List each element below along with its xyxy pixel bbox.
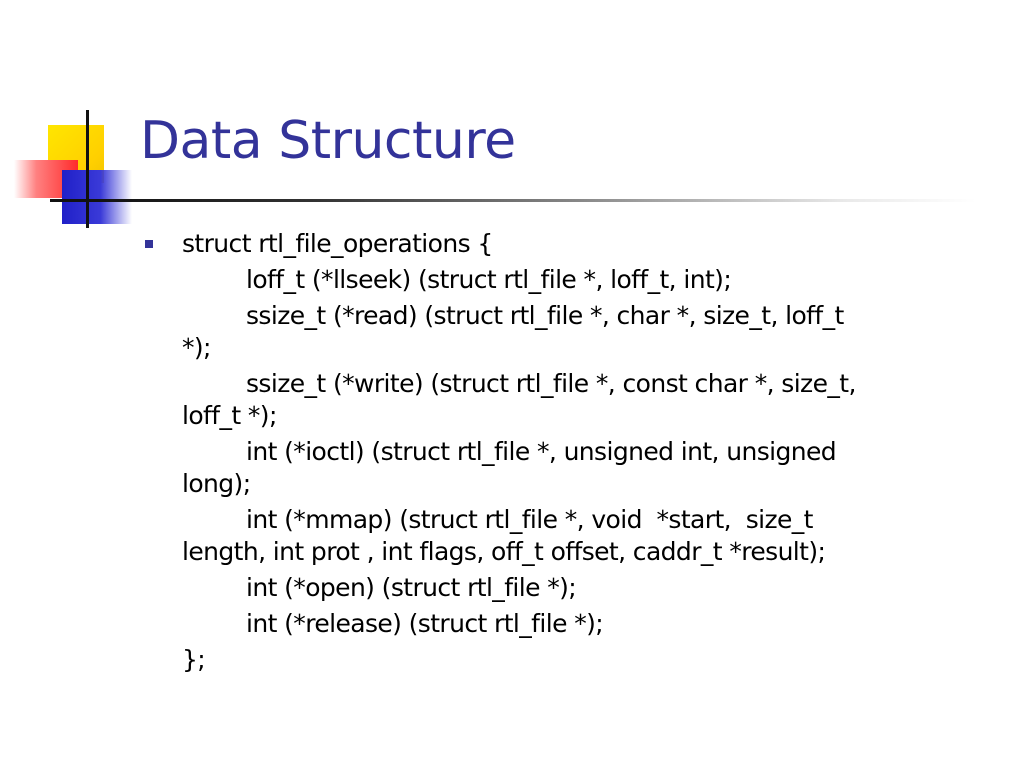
member-line: loff_t (*llseek) (struct rtl_file *, lof… (246, 265, 732, 294)
member-read: ssize_t (*read) (struct rtl_file *, char… (182, 300, 987, 364)
corner-decoration (0, 0, 150, 240)
member-line-continued: *); (182, 333, 211, 362)
struct-close-entry: }; (182, 644, 987, 676)
member-line-continued: loff_t *); (182, 401, 277, 430)
title-underline (96, 199, 976, 202)
member-line: int (*ioctl) (struct rtl_file *, unsigne… (246, 437, 837, 466)
member-line: int (*release) (struct rtl_file *); (246, 609, 604, 638)
blue-square-decoration (62, 170, 132, 224)
struct-open-line: struct rtl_file_operations { (182, 229, 493, 258)
member-llseek: loff_t (*llseek) (struct rtl_file *, lof… (182, 264, 987, 296)
member-write: ssize_t (*write) (struct rtl_file *, con… (182, 368, 987, 432)
bullet-square-icon (145, 240, 153, 248)
member-line: ssize_t (*read) (struct rtl_file *, char… (246, 301, 844, 330)
member-open: int (*open) (struct rtl_file *); (182, 572, 987, 604)
slide-title: Data Structure (140, 111, 516, 171)
struct-close-line: }; (182, 645, 206, 674)
member-release: int (*release) (struct rtl_file *); (182, 608, 987, 640)
member-line-continued: length, int prot , int flags, off_t offs… (182, 537, 826, 566)
vertical-line-decoration (86, 110, 89, 228)
member-line-continued: long); (182, 469, 251, 498)
member-line: int (*mmap) (struct rtl_file *, void *st… (246, 505, 813, 534)
member-line: ssize_t (*write) (struct rtl_file *, con… (246, 369, 856, 398)
member-mmap: int (*mmap) (struct rtl_file *, void *st… (182, 504, 987, 568)
member-line: int (*open) (struct rtl_file *); (246, 573, 577, 602)
slide-body: struct rtl_file_operations { loff_t (*ll… (182, 228, 987, 676)
horizontal-line-decoration (50, 199, 140, 202)
member-ioctl: int (*ioctl) (struct rtl_file *, unsigne… (182, 436, 987, 500)
